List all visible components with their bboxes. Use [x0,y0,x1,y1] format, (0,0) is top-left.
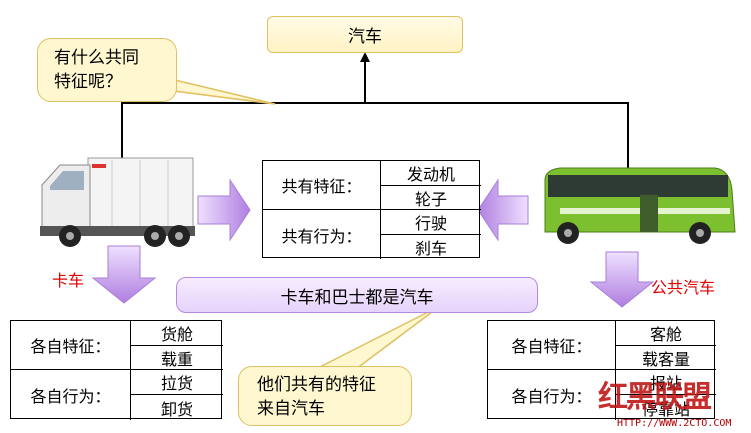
callout-answer-line1: 他们共有的特征 [257,375,376,395]
shared-features-label: 共有特征： [263,161,381,210]
root-car-label: 汽车 [348,27,382,47]
truck-behaviors-items: 拉货 卸货 [131,370,223,420]
bus-behaviors-label: 各自行为： [488,370,616,420]
connector-arrowhead [360,52,370,62]
truck-behaviors-label: 各自行为： [11,370,131,420]
bus-image [544,167,736,244]
truck-feature-item: 货舱 [131,321,223,346]
truck-feature-item: 载重 [160,350,193,369]
shared-feature-item: 轮子 [414,190,447,209]
shared-behaviors-items: 行驶 刹车 [381,210,481,259]
truck-down-arrow [91,245,157,304]
watermark-logo: 红黑联盟 [598,380,712,415]
shared-behavior-item: 刹车 [414,239,447,258]
bus-features-items: 客舱 载客量 [616,321,716,370]
bus-feature-item: 载客量 [641,350,690,369]
callout-question-line2: 特征呢？ [54,72,122,92]
bus-label: 公共汽车 [651,278,716,297]
callout-question: 有什么共同 特征呢？ [37,38,177,102]
bus-behavior-item: 报站 [616,370,716,395]
truck-to-shared-arrow [197,178,251,242]
truck-behavior-item: 卸货 [160,399,193,419]
watermark-url: HTTP://WWW.2CTO.COM [617,418,732,429]
inheritance-banner-text: 卡车和巴士都是汽车 [280,287,434,308]
truck-features-label: 各自特征： [11,321,131,370]
truck-features-items: 货舱 载重 [131,321,223,370]
inheritance-banner: 卡车和巴士都是汽车 [176,277,538,313]
root-car-box: 汽车 [267,16,463,53]
shared-features-items: 发动机 轮子 [381,161,481,210]
bus-to-shared-arrow [477,178,529,242]
truck-image [40,157,195,247]
shared-behaviors-label: 共有行为： [263,210,381,259]
bus-behavior-item: 停靠站 [641,399,690,419]
bus-down-arrow [589,251,655,308]
bus-behaviors-items: 报站 停靠站 [616,370,716,420]
inheritance-connector [121,60,629,175]
callout-answer-line2: 来自汽车 [257,399,325,419]
callout-question-line1: 有什么共同 [54,48,139,68]
truck-behavior-item: 拉货 [131,370,223,395]
truck-table: 各自特征： 货舱 载重 各自行为： 拉货 卸货 [10,320,223,420]
bus-table: 各自特征： 客舱 载客量 各自行为： 报站 停靠站 [487,320,716,420]
callout-answer: 他们共有的特征 来自汽车 [238,366,412,426]
truck-label: 卡车 [52,271,85,290]
shared-table: 共有特征： 发动机 轮子 共有行为： 行驶 刹车 [262,160,481,259]
shared-feature-item: 发动机 [381,161,481,186]
shared-behavior-item: 行驶 [381,210,481,235]
bus-features-label: 各自特征： [488,321,616,370]
callout-bottom-tail [309,305,441,373]
bus-feature-item: 客舱 [616,321,716,346]
